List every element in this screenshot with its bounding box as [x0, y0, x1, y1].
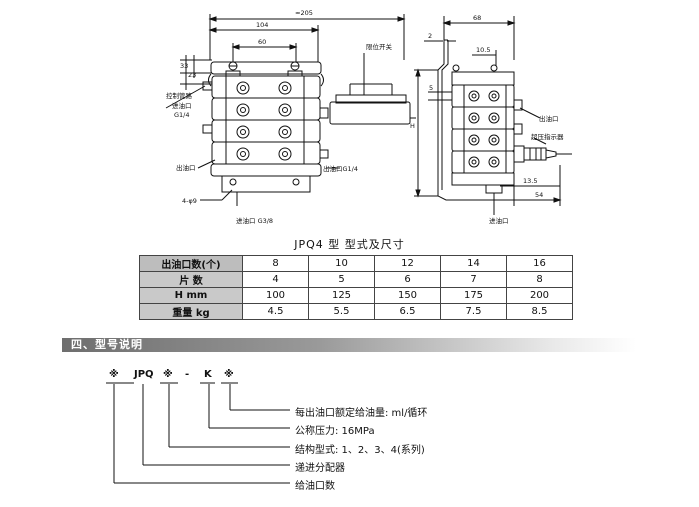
table-cell: 8 [506, 271, 573, 288]
model-code-part: - [185, 369, 190, 380]
left-view [165, 14, 416, 206]
right-view [414, 16, 572, 215]
table-row: H mm 100 125 150 175 200 [139, 287, 573, 304]
table-cell: 14 [440, 255, 507, 272]
label-inlet-g38: 进油口 G3/8 [236, 216, 273, 225]
desc-distributor: 递进分配器 [295, 463, 345, 474]
table-row: 重量 kg 4.5 5.5 6.5 7.5 8.5 [139, 303, 573, 320]
table-cell: 150 [374, 287, 441, 304]
table-cell: 12 [374, 255, 441, 272]
right-view-labels: 68 2 10.5 5 H 出油口 超压指示器 13.5 54 进油口 [410, 14, 564, 225]
desc-flow-rate: 每出油口额定给油量: ml/循环 [295, 408, 428, 419]
label-dim-54: 54 [535, 191, 543, 199]
row-header: 片 数 [139, 271, 243, 288]
label-control-in3: G1/4 [174, 111, 190, 119]
label-over-pressure: 超压指示器 [531, 132, 564, 141]
label-dim-104: 104 [256, 21, 268, 29]
table-caption: JPQ4 型 型式及尺寸 [294, 238, 405, 251]
row-header: H mm [139, 287, 243, 304]
table-cell: 125 [308, 287, 375, 304]
label-dim-205: ≈205 [295, 9, 313, 17]
label-dim-2: 2 [428, 32, 432, 40]
row-header: 出油口数(个) [139, 255, 243, 272]
label-dim-23: 23 [188, 71, 196, 79]
label-switch: 限位开关 [366, 42, 393, 51]
label-holes: 4-φ9 [182, 197, 197, 205]
label-dim-68: 68 [473, 14, 481, 22]
label-outlet-left: 出油口 [176, 163, 196, 172]
section-header: 四、型号说明 [62, 338, 636, 352]
table-cell: 6 [374, 271, 441, 288]
spec-table: 出油口数(个) 8 10 12 14 16 片 数 4 5 6 7 8 H mm… [139, 255, 573, 320]
label-dim-13-5: 13.5 [523, 177, 537, 185]
desc-outlet-count: 给油口数 [295, 481, 335, 492]
label-control-in: 控制管路 [166, 91, 193, 100]
table-row: 片 数 4 5 6 7 8 [139, 271, 573, 288]
table-cell: 7 [440, 271, 507, 288]
label-dim-10-5: 10.5 [476, 46, 490, 54]
row-header: 重量 kg [139, 303, 243, 320]
desc-structure: 结构型式: 1、2、3、4(系列) [295, 445, 425, 456]
label-dim-33: 33 [180, 62, 188, 70]
label-dim-5: 5 [429, 84, 433, 92]
table-cell: 200 [506, 287, 573, 304]
model-code-part: JPQ [134, 369, 154, 380]
table-cell: 7.5 [440, 303, 507, 320]
model-code-part: ※ [224, 369, 234, 380]
label-dim-60: 60 [258, 38, 266, 46]
table-cell: 10 [308, 255, 375, 272]
label-inlet-right: 进油口 [489, 216, 509, 225]
table-cell: 4.5 [242, 303, 309, 320]
label-outlet-right: 出油口 [539, 114, 559, 123]
label-control-in2: 进油口 [172, 101, 192, 110]
table-cell: 4 [242, 271, 309, 288]
table-cell: 8.5 [506, 303, 573, 320]
table-cell: 100 [242, 287, 309, 304]
table-cell: 6.5 [374, 303, 441, 320]
table-cell: 16 [506, 255, 573, 272]
model-code-part: ※ [163, 369, 173, 380]
technical-drawing: ≈205 104 60 33 23 限位开关 控制管路 进油口 G1/4 出油口… [165, 9, 572, 225]
left-view-labels: ≈205 104 60 33 23 限位开关 控制管路 进油口 G1/4 出油口… [166, 9, 393, 225]
table-row: 出油口数(个) 8 10 12 14 16 [139, 255, 573, 272]
label-outlet-g14: 出油口G1/4 [323, 164, 358, 173]
model-code-part: ※ [109, 369, 119, 380]
table-cell: 175 [440, 287, 507, 304]
model-code-part: K [204, 369, 212, 380]
table-cell: 8 [242, 255, 309, 272]
table-cell: 5.5 [308, 303, 375, 320]
section-title: 四、型号说明 [71, 338, 143, 351]
label-dim-H: H [410, 122, 415, 130]
desc-pressure: 公称压力: 16MPa [295, 426, 375, 437]
table-cell: 5 [308, 271, 375, 288]
